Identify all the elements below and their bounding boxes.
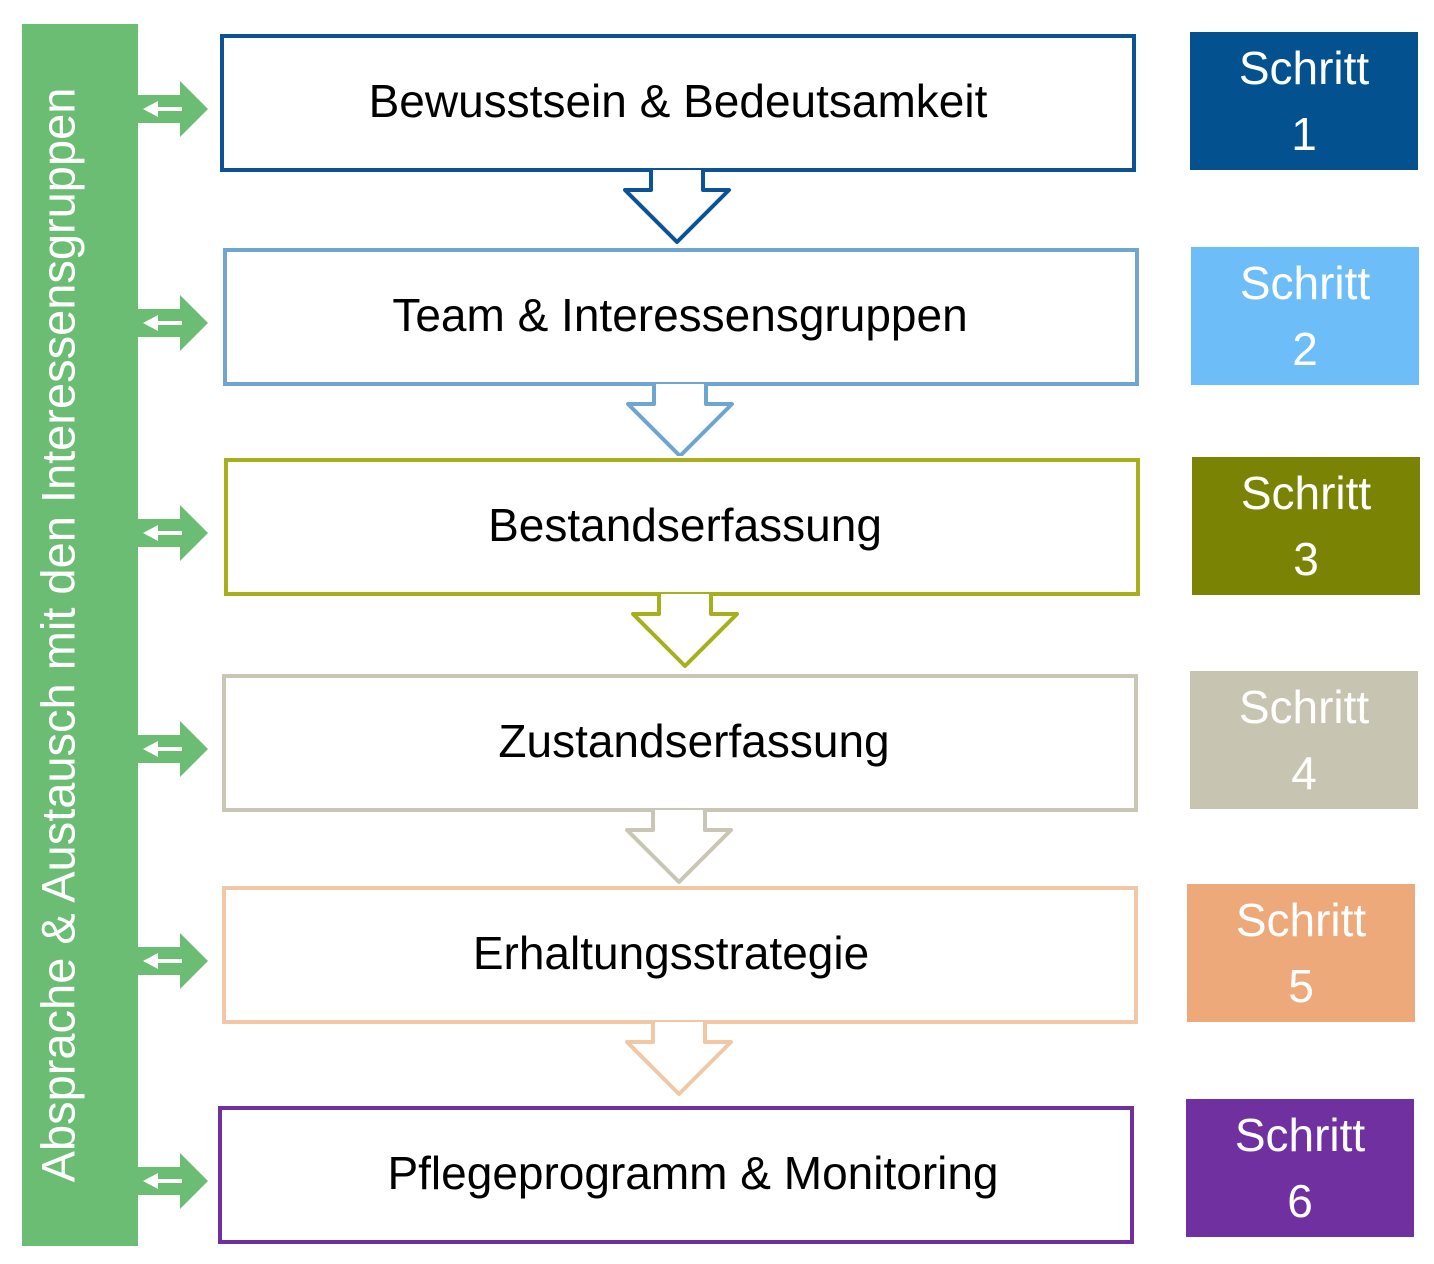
- step-title: Erhaltungsstrategie: [472, 927, 870, 979]
- step-badge-word: Schritt: [1239, 257, 1371, 309]
- step-badge-word: Schritt: [1238, 42, 1370, 94]
- step-badge-2: Schritt 2: [1191, 247, 1419, 385]
- step-badge-word: Schritt: [1238, 681, 1370, 733]
- step-title: Team & Interessensgruppen: [392, 289, 968, 341]
- bidirectional-arrow-icon: [138, 721, 208, 777]
- step-badge-number: 5: [1288, 960, 1314, 1012]
- step-badge-number: 2: [1292, 323, 1318, 375]
- step-badge-5: Schritt 5: [1187, 884, 1415, 1022]
- down-arrow-icon: [626, 384, 734, 458]
- step-title: Pflegeprogramm & Monitoring: [387, 1147, 999, 1199]
- step-title: Bestandserfassung: [488, 499, 882, 551]
- step-badge-word: Schritt: [1235, 894, 1367, 946]
- step-badge-number: 6: [1287, 1175, 1313, 1227]
- step-badge-6: Schritt 6: [1186, 1099, 1414, 1237]
- step-badge-4: Schritt 4: [1190, 671, 1418, 809]
- step-box-4: [222, 674, 1138, 812]
- step-title: Zustandserfassung: [498, 715, 890, 767]
- step-badge-word: Schritt: [1234, 1109, 1366, 1161]
- bidirectional-arrow-icon: [138, 933, 208, 989]
- step-badge-number: 4: [1291, 747, 1317, 799]
- bidirectional-arrow-icon: [138, 505, 208, 561]
- stakeholder-sidebar: [22, 24, 138, 1246]
- step-box-6: [218, 1106, 1134, 1244]
- step-box-1: [220, 34, 1136, 172]
- step-title: Bewusstsein & Bedeutsamkeit: [368, 75, 988, 127]
- step-box-5: [222, 886, 1138, 1024]
- step-badge-number: 3: [1293, 533, 1319, 585]
- step-box-2: [223, 248, 1139, 386]
- bidirectional-arrow-icon: [138, 295, 208, 351]
- down-arrow-icon: [625, 1022, 733, 1096]
- step-badge-3: Schritt 3: [1192, 457, 1420, 595]
- step-badge-word: Schritt: [1240, 467, 1372, 519]
- bidirectional-arrow-icon: [138, 81, 208, 137]
- down-arrow-icon: [623, 170, 731, 244]
- down-arrow-icon: [631, 594, 739, 668]
- step-badge-1: Schritt 1: [1190, 32, 1418, 170]
- down-arrow-icon: [625, 810, 733, 884]
- step-badge-number: 1: [1291, 108, 1317, 160]
- bidirectional-arrow-icon: [138, 1153, 208, 1209]
